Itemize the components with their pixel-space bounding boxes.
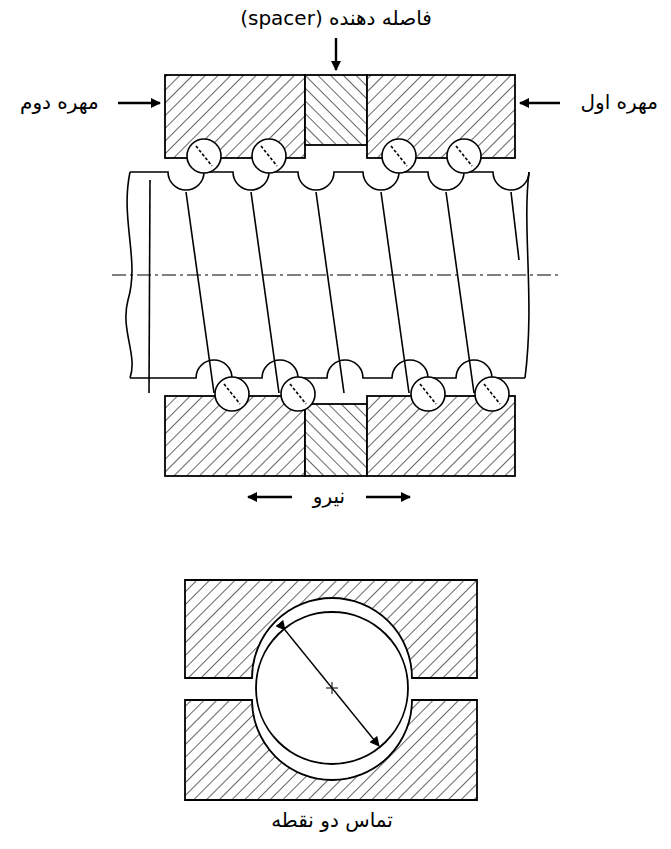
- force-label: نیرو: [311, 484, 347, 508]
- caption-label: تماس دو نقطه: [269, 808, 395, 832]
- part-label: مهره اول: [578, 90, 660, 114]
- part-label: مهره دوم: [18, 90, 101, 114]
- balls: [187, 139, 509, 411]
- screw-shaft: [126, 172, 529, 393]
- center-line: [112, 274, 560, 275]
- contact-detail: [185, 580, 477, 800]
- nut-bodies: [165, 75, 515, 476]
- spacer-label: فاصله دهنده (spacer): [238, 6, 434, 30]
- leader-arrows: [118, 38, 560, 497]
